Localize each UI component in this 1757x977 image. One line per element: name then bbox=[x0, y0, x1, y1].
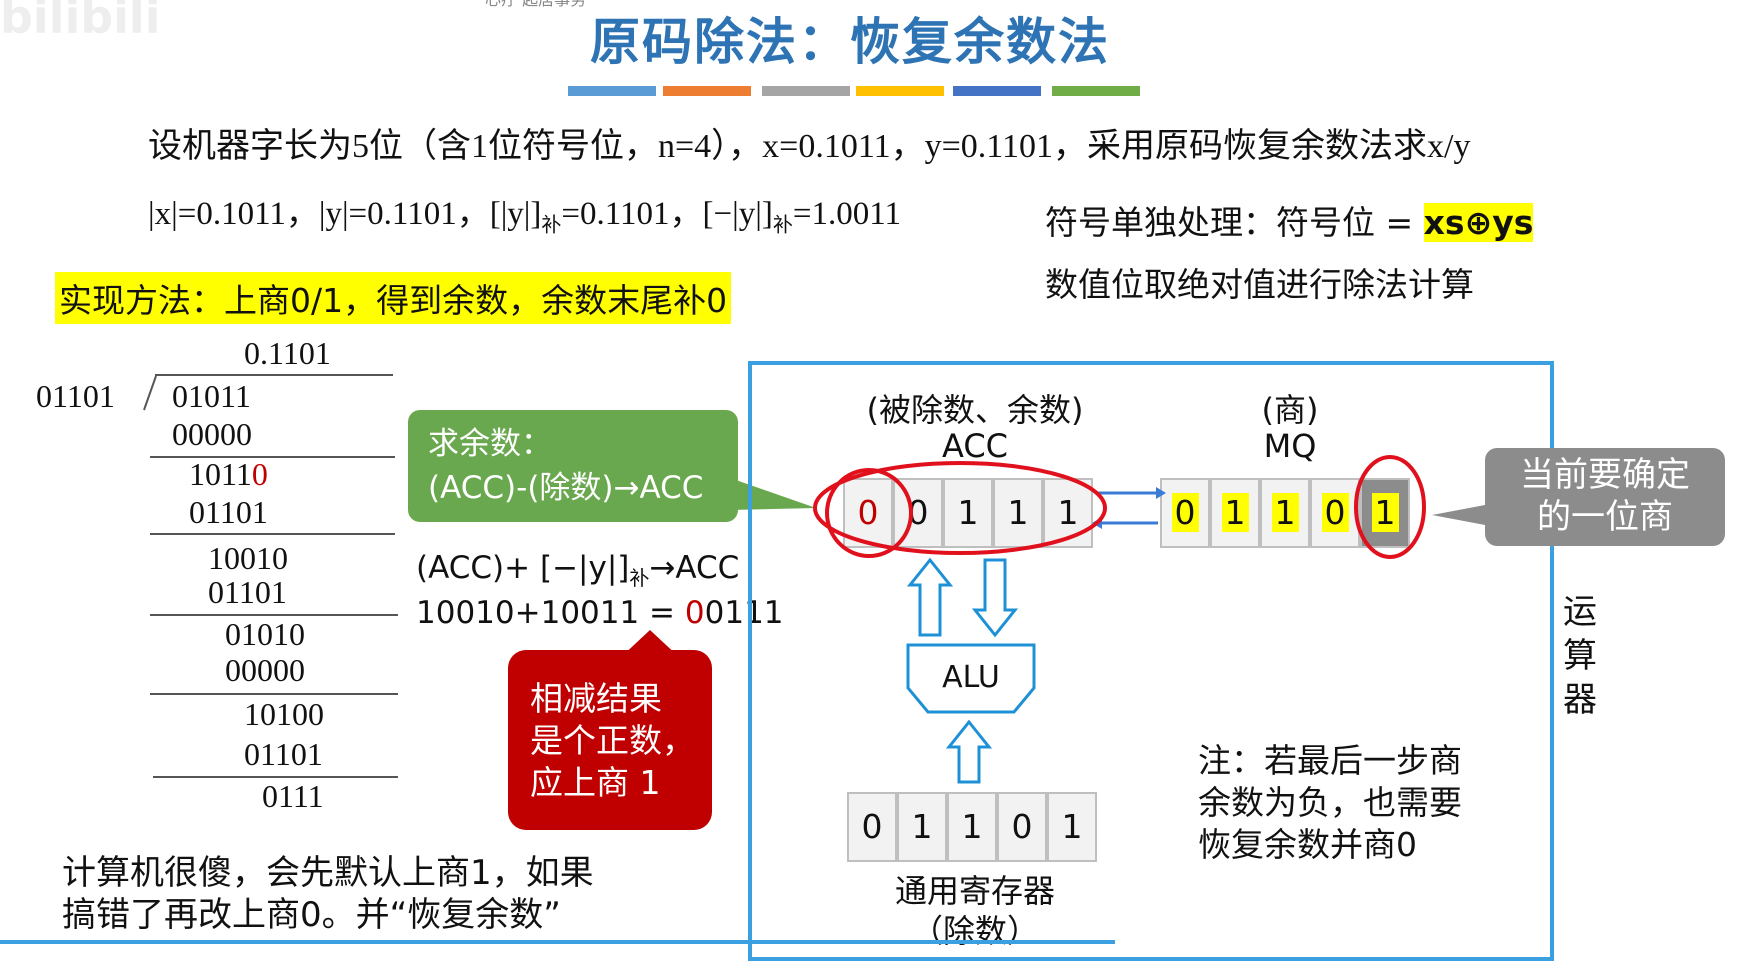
abs-value-note: 数值位取绝对值进行除法计算 bbox=[1045, 265, 1474, 304]
reg-bit: 1 bbox=[947, 792, 997, 862]
green-callout: 求余数： (ACC)-(除数)→ACC bbox=[408, 410, 738, 522]
division-bracket bbox=[143, 375, 157, 411]
mq-label: (商) bbox=[1261, 391, 1319, 429]
division-row: 00000 bbox=[225, 652, 305, 688]
division-row: 01101 bbox=[208, 574, 287, 610]
color-bar-1 bbox=[568, 86, 656, 96]
color-bar-3 bbox=[762, 86, 850, 96]
unit-side-label: 运 算 器 bbox=[1563, 592, 1597, 720]
division-row: 00000 bbox=[172, 416, 252, 452]
division-line bbox=[150, 456, 395, 458]
operation-line-1: (ACC)+ [−|y|]补→ACC bbox=[416, 550, 740, 591]
acc-bit: 1 bbox=[943, 478, 993, 548]
division-row: 0111 bbox=[262, 778, 324, 814]
register-sublabel: （除数） bbox=[910, 912, 1039, 950]
mq-bit: 1 bbox=[1360, 478, 1410, 548]
reg-bit: 0 bbox=[847, 792, 897, 862]
note-text: 注：若最后一步商 余数为负，也需要 恢复余数并商0 bbox=[1198, 741, 1462, 864]
arithmetic-unit-box bbox=[748, 361, 1554, 961]
mq-bit: 0 bbox=[1160, 478, 1210, 548]
method-highlight: 实现方法：上商0/1，得到余数，余数末尾补0 bbox=[55, 272, 732, 324]
division-row: 01011 bbox=[172, 378, 251, 414]
problem-line-1: 设机器字长为5位（含1位符号位，n=4），x=0.1011，y=0.1101，采… bbox=[148, 128, 1471, 165]
division-line bbox=[155, 374, 393, 376]
division-row: 10100 bbox=[244, 696, 324, 732]
division-row: 10010 bbox=[208, 540, 288, 576]
sign-formula: xs⊕ys bbox=[1423, 203, 1534, 242]
acc-label: (被除数、余数) bbox=[866, 391, 1084, 429]
color-bar-4 bbox=[856, 86, 944, 96]
reg-bit: 1 bbox=[1047, 792, 1097, 862]
alu-block: ALU bbox=[942, 660, 1000, 695]
mq-bit: 0 bbox=[1310, 478, 1360, 548]
progress-strip[interactable] bbox=[0, 940, 1115, 944]
acc-name: ACC bbox=[941, 427, 1008, 465]
division-row: 01101 bbox=[189, 494, 268, 530]
mq-name: MQ bbox=[1263, 427, 1317, 465]
division-row: 01010 bbox=[225, 616, 305, 652]
slide-title: 原码除法：恢复余数法 bbox=[590, 13, 1110, 71]
top-note: 心疗 起居事务 bbox=[485, 0, 586, 10]
red-callout: 相减结果 是个正数， 应上商 1 bbox=[508, 650, 712, 830]
register-label: 通用寄存器 bbox=[894, 872, 1055, 910]
division-row: 10110 bbox=[189, 456, 268, 492]
sign-handling: 符号单独处理：符号位 = xs⊕ys bbox=[1045, 203, 1534, 242]
mq-bit: 1 bbox=[1260, 478, 1310, 548]
watermark-logo: bilibili bbox=[0, 0, 161, 44]
problem-line-2: |x|=0.1011，|y|=0.1101，[|y|]补=0.1101，[−|y… bbox=[148, 196, 901, 237]
divisor: 01101 bbox=[36, 378, 115, 414]
mq-bit: 1 bbox=[1210, 478, 1260, 548]
division-row: 01101 bbox=[244, 736, 323, 772]
division-line bbox=[153, 776, 398, 778]
division-line bbox=[150, 533, 395, 535]
color-bar-2 bbox=[663, 86, 751, 96]
operation-line-2: 10010+10011 = 00111 bbox=[416, 595, 784, 631]
color-bar-5 bbox=[953, 86, 1041, 96]
acc-bit: 0 bbox=[893, 478, 943, 548]
reg-bit: 1 bbox=[897, 792, 947, 862]
quotient: 0.1101 bbox=[244, 335, 331, 371]
division-line bbox=[150, 693, 398, 695]
reg-bit: 0 bbox=[997, 792, 1047, 862]
color-bar-6 bbox=[1052, 86, 1140, 96]
gray-callout: 当前要确定 的一位商 bbox=[1485, 448, 1725, 546]
acc-bit: 0 bbox=[843, 478, 893, 548]
acc-bit: 1 bbox=[993, 478, 1043, 548]
division-line bbox=[150, 614, 398, 616]
footer-explanation: 计算机很傻，会先默认上商1，如果 搞错了再改上商0。并“恢复余数” bbox=[62, 853, 594, 935]
